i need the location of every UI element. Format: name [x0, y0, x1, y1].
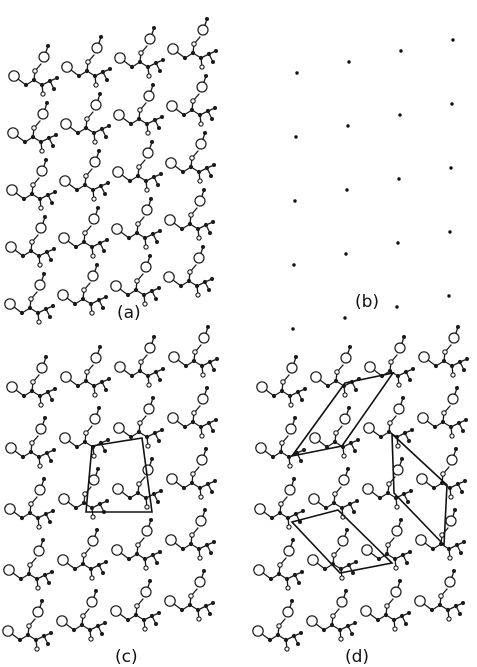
lattice-point	[345, 188, 349, 192]
lattice-point	[399, 49, 403, 53]
lattice-point	[343, 316, 347, 320]
panel-c-label: (c)	[115, 647, 138, 667]
molecule-motif	[364, 334, 416, 388]
molecule-motif	[114, 334, 166, 388]
lattice-point	[294, 135, 298, 139]
panel-b-lattice-points	[291, 38, 455, 331]
panel-a-molecular-packing	[4, 16, 219, 325]
lattice-point	[293, 199, 297, 203]
panel-a-label: (a)	[117, 303, 141, 323]
molecule-motif	[3, 537, 55, 591]
primitive-cell-right	[391, 432, 448, 547]
lattice-point	[344, 252, 348, 256]
primitive-cell-lower	[290, 509, 394, 574]
lattice-point	[346, 124, 350, 128]
molecule-motif	[112, 456, 164, 510]
lattice-point	[397, 177, 401, 181]
molecule-motif	[417, 385, 469, 439]
molecule-motif	[7, 100, 59, 154]
molecule-motif	[167, 385, 219, 439]
molecule-motif	[310, 344, 362, 398]
lattice-point	[292, 263, 296, 267]
molecule-motif	[163, 244, 215, 298]
panel-b-label: (b)	[355, 292, 379, 312]
molecule-motif	[113, 395, 165, 449]
molecule-motif	[113, 82, 165, 136]
molecule-motif	[5, 214, 57, 268]
lattice-point	[451, 38, 455, 42]
molecule-motif	[415, 507, 467, 561]
molecule-motif	[361, 517, 413, 571]
panel-d-packing-with-alternative-cells	[252, 324, 470, 652]
molecule-motif	[165, 130, 217, 184]
molecule-motif	[165, 507, 217, 561]
molecule-motif	[166, 73, 218, 127]
molecule-motif	[362, 456, 414, 510]
molecule-motif	[416, 446, 468, 500]
molecule-motif	[6, 157, 58, 211]
molecule-motif	[5, 415, 57, 469]
molecule-motif	[59, 148, 111, 202]
panel-c-packing-with-unit-cell	[2, 324, 220, 652]
molecule-motif	[111, 196, 163, 250]
panel-d-label: (d)	[345, 647, 369, 667]
lattice-point	[450, 102, 454, 106]
molecule-motif	[307, 527, 359, 581]
molecule-motif	[110, 253, 162, 307]
molecule-motif	[167, 16, 219, 70]
molecule-motif	[164, 568, 216, 622]
lattice-point	[396, 241, 400, 245]
lattice-point	[395, 305, 399, 309]
molecule-motif	[2, 598, 54, 652]
lattice-point	[449, 166, 453, 170]
lattice-point	[448, 230, 452, 234]
molecule-motif	[60, 344, 112, 398]
molecule-motif	[4, 271, 56, 325]
molecule-motif	[57, 262, 109, 316]
molecule-motif	[164, 187, 216, 241]
molecule-motif	[8, 43, 60, 97]
lattice-point	[347, 60, 351, 64]
molecule-motif	[6, 354, 58, 408]
molecule-motif	[111, 517, 163, 571]
molecule-motif	[57, 527, 109, 581]
molecule-motif	[112, 139, 164, 193]
unit-cell	[85, 437, 153, 513]
molecule-motif	[4, 476, 56, 530]
lattice-point	[291, 327, 295, 331]
molecule-motif	[168, 324, 220, 378]
lattice-point	[398, 113, 402, 117]
molecule-motif	[252, 598, 304, 652]
molecule-motif	[414, 568, 466, 622]
primitive-cell-upper	[290, 371, 395, 458]
molecule-motif	[59, 405, 111, 459]
molecule-motif	[166, 446, 218, 500]
molecule-motif	[60, 91, 112, 145]
molecule-motif	[255, 415, 307, 469]
molecule-motif	[253, 537, 305, 591]
molecule-motif	[256, 354, 308, 408]
lattice-point	[447, 294, 451, 298]
lattice-point	[295, 71, 299, 75]
molecule-motif	[360, 578, 412, 632]
molecule-motif	[61, 34, 113, 88]
molecule-motif	[110, 578, 162, 632]
molecule-motif	[418, 324, 470, 378]
molecule-motif	[114, 25, 166, 79]
molecule-motif	[56, 588, 108, 642]
molecule-motif	[306, 588, 358, 642]
molecule-motif	[58, 205, 110, 259]
